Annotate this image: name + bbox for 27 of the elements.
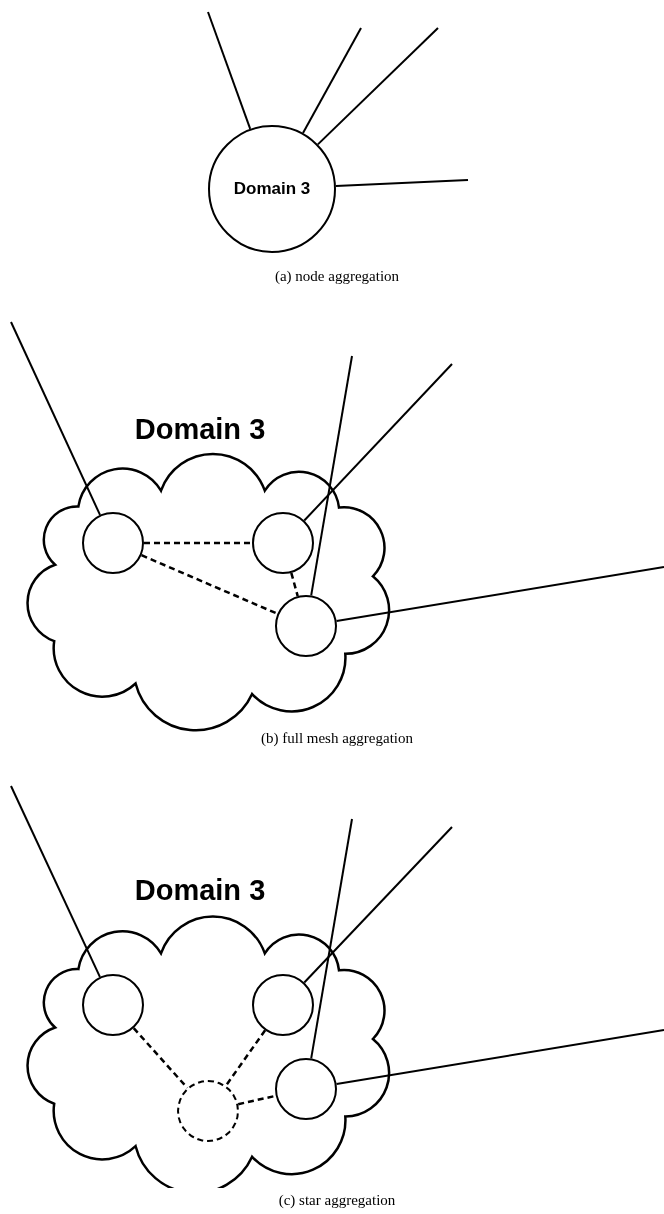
dashed-link <box>141 554 278 615</box>
dashed-link <box>237 1094 277 1106</box>
node-circle <box>82 512 144 574</box>
link-line <box>207 11 252 130</box>
link-line <box>316 27 439 146</box>
link-line <box>10 785 101 978</box>
link-line <box>310 355 353 597</box>
link-line <box>303 363 453 522</box>
dashed-link <box>224 1029 267 1087</box>
dashed-link <box>290 572 299 597</box>
link-line <box>335 1029 664 1085</box>
domain-title: Domain 3 <box>134 873 266 907</box>
link-line <box>335 566 664 622</box>
node-circle <box>82 974 144 1036</box>
figure-caption: (b) full mesh aggregation <box>261 730 413 747</box>
dashed-link <box>144 541 252 545</box>
link-line <box>310 818 353 1060</box>
link-line <box>334 179 469 188</box>
link-line <box>302 27 362 134</box>
link-line <box>10 321 101 516</box>
node-circle <box>252 512 314 574</box>
figure-caption: (c) star aggregation <box>278 1192 396 1209</box>
domain-node: Domain 3 <box>208 125 336 253</box>
node-circle <box>252 974 314 1036</box>
link-line <box>303 826 453 984</box>
figure-caption: (a) node aggregation <box>274 268 400 285</box>
domain-title: Domain 3 <box>134 412 266 446</box>
